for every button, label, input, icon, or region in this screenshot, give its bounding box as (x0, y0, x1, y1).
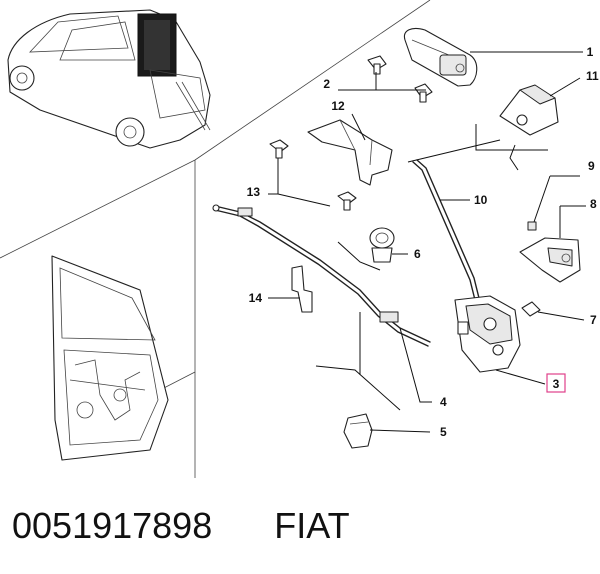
leaders-top-right (475, 124, 548, 171)
callout-10: 10 (474, 193, 488, 207)
part-8-striker (519, 205, 586, 283)
callout-4: 4 (440, 395, 447, 409)
callout-9: 9 (588, 159, 595, 173)
callout-8: 8 (590, 197, 597, 211)
callout-5: 5 (440, 425, 447, 439)
part-12-bracket (307, 113, 393, 186)
callout-11: 11 (586, 69, 599, 83)
part-7-screw (521, 301, 585, 321)
brand-name: FIAT (274, 505, 350, 546)
section-dividers (0, 0, 431, 478)
part-13-clips (268, 139, 357, 211)
part-14-clip (268, 265, 313, 313)
part-2-screws (338, 55, 433, 103)
part-4-cable (212, 204, 432, 411)
part-number: 0051917898 (12, 505, 213, 546)
callout-13: 13 (247, 185, 261, 199)
car-thumbnail (7, 9, 211, 149)
part-9-screw (527, 175, 580, 231)
caption: 0051917898 FIAT (12, 500, 592, 552)
part-10-rod (407, 139, 501, 311)
callout-14: 14 (249, 291, 263, 305)
callout-6: 6 (414, 247, 421, 261)
callout-12: 12 (331, 99, 345, 113)
part-11-bracket (499, 77, 581, 136)
callout-3-highlight-box (546, 373, 566, 393)
part-6-grommet (337, 227, 408, 271)
part-3-door-lock (454, 295, 546, 385)
door-panel (51, 255, 169, 461)
callout-1: 1 (587, 45, 594, 59)
callout-2: 2 (323, 77, 330, 91)
part-5-clip (343, 413, 431, 449)
part-1-door-handle (403, 27, 583, 87)
callout-7: 7 (590, 313, 597, 327)
parts-diagram: 1 2 11 12 10 (0, 0, 599, 478)
callout-3: 3 (553, 377, 560, 391)
